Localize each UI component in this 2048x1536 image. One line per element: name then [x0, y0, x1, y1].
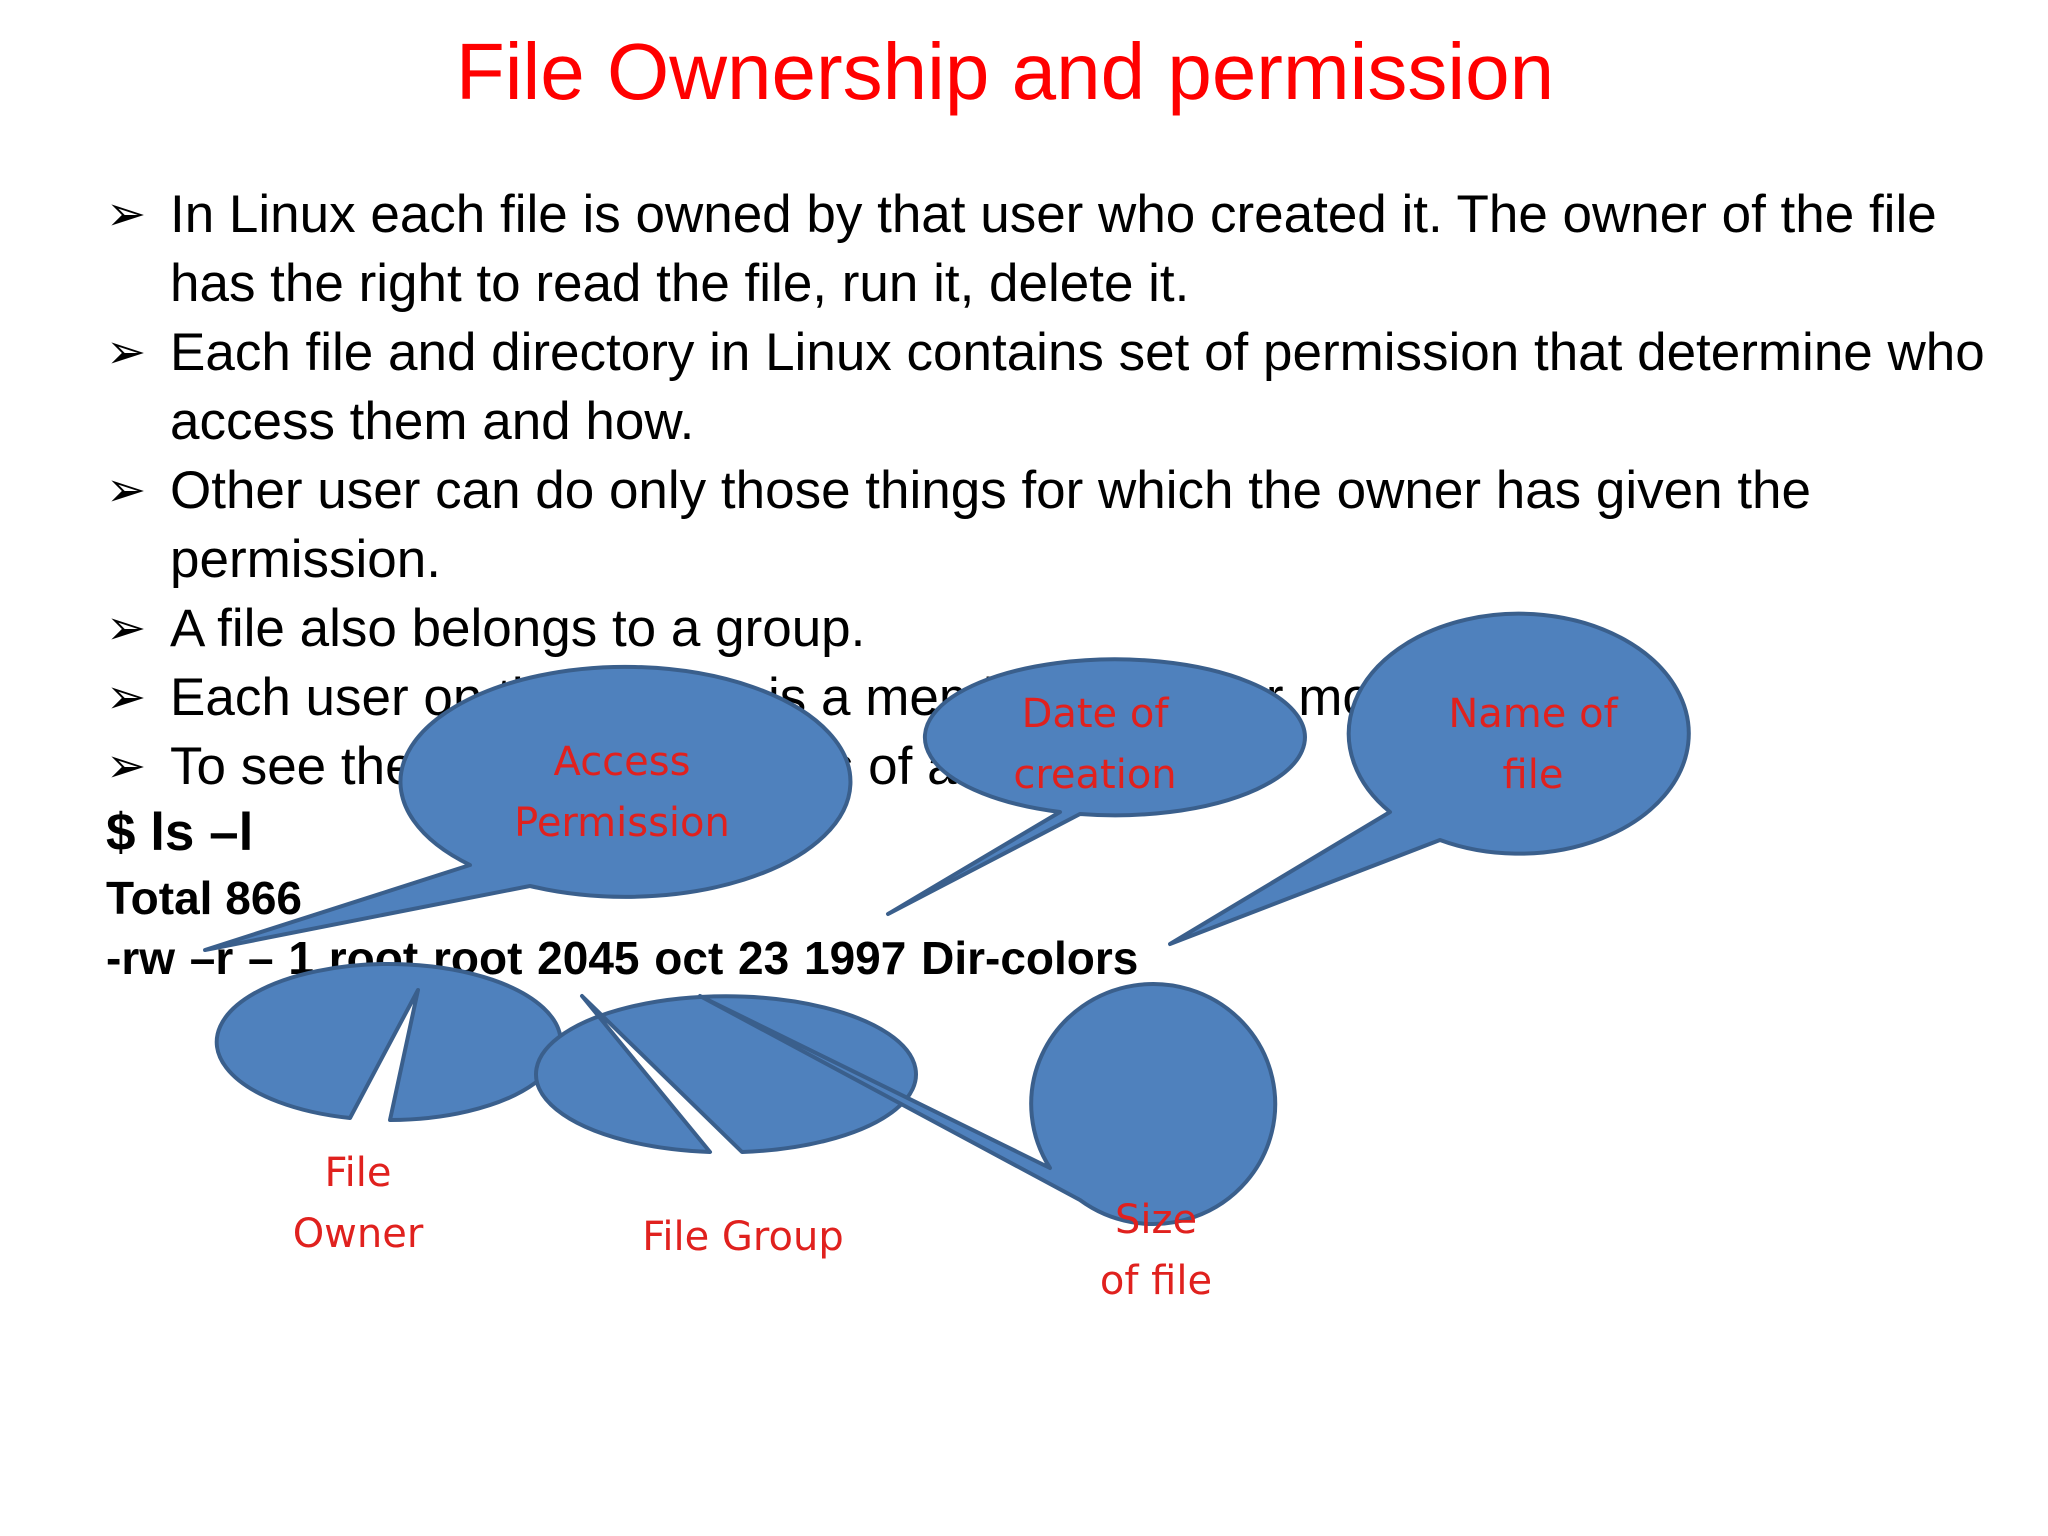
name-of-file-label-2: file [1503, 752, 1564, 798]
size-of-file-label-1: Size [1115, 1197, 1197, 1243]
arrow-bullet-icon: ➢ [106, 326, 147, 379]
slide-title: File Ownership and permission [455, 27, 1555, 116]
bullet-item: ➢A file also belongs to a group. [106, 594, 1986, 663]
bullet-item: ➢In Linux each file is owned by that use… [106, 180, 1986, 318]
size-of-file-callout [698, 982, 1278, 1226]
file-owner-callout [214, 962, 563, 1122]
date-of-creation-label-1: Date of [1022, 691, 1170, 737]
bullet-item: ➢Each file and directory in Linux contai… [106, 318, 1986, 456]
command-line: $ ls –l [106, 803, 254, 862]
size-of-file-label-2: of file [1100, 1258, 1212, 1304]
access-permission-label-2: Permission [514, 800, 730, 846]
name-of-file-callout [1168, 611, 1691, 946]
arrow-bullet-icon: ➢ [106, 602, 147, 655]
arrow-bullet-icon: ➢ [106, 464, 147, 517]
date-of-creation-callout [886, 657, 1307, 916]
file-group-label: File Group [642, 1214, 843, 1260]
total-line: Total 866 [106, 872, 302, 924]
file-owner-label-1: File [325, 1150, 392, 1196]
file-owner-label-2: Owner [293, 1211, 424, 1257]
arrow-bullet-icon: ➢ [106, 671, 147, 724]
access-permission-callout [203, 664, 853, 952]
file-group-callout [534, 994, 918, 1154]
date-of-creation-label-2: creation [1013, 752, 1176, 798]
arrow-bullet-icon: ➢ [106, 188, 147, 241]
access-permission-label-1: Access [554, 739, 691, 785]
listing-line: -rw –r – 1 root root 2045 oct 23 1997 Di… [106, 932, 1139, 984]
arrow-bullet-icon: ➢ [106, 740, 147, 793]
bullet-item: ➢Other user can do only those things for… [106, 456, 1986, 594]
name-of-file-label-1: Name of [1448, 691, 1618, 737]
